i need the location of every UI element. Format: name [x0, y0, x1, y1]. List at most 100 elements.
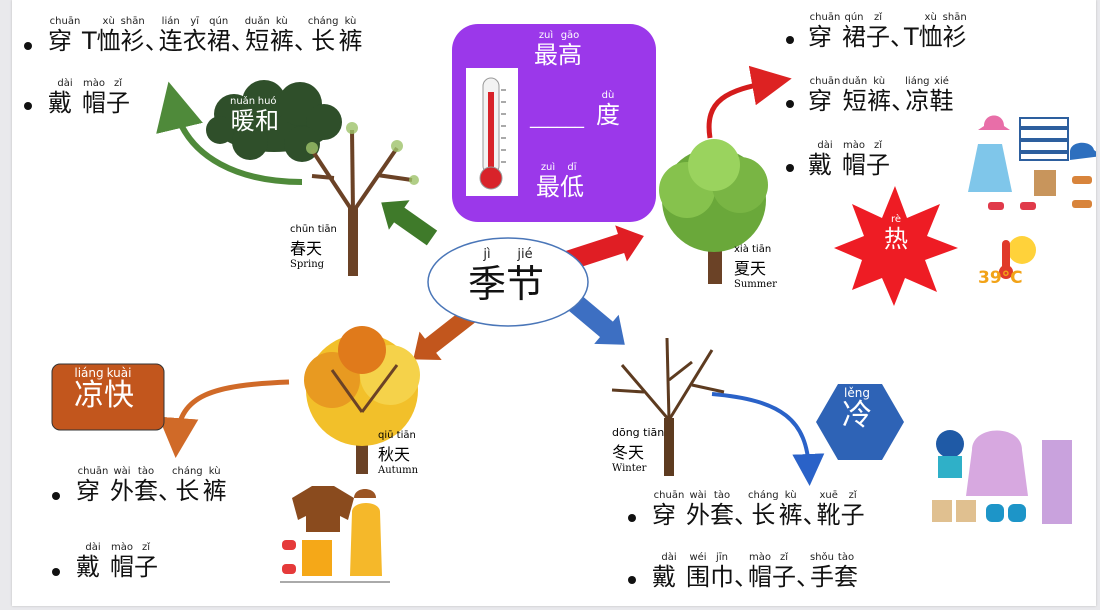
ruby-char: T: [82, 16, 97, 55]
hanzi: 长: [751, 501, 776, 529]
hanzi: 套: [710, 501, 734, 529]
pinyin: duǎn: [244, 16, 270, 27]
hanzi: 裤: [867, 87, 892, 115]
pinyin: kù: [344, 16, 357, 27]
hanzi: 夏天: [734, 259, 767, 278]
pinyin: mào: [843, 140, 865, 151]
winter-clothes-icon: [932, 430, 1072, 524]
spring-label: chūn tiān 春天 Spring: [290, 224, 337, 270]
hot-starburst: [834, 186, 958, 306]
hanzi: 帽: [82, 89, 106, 117]
winter-bullet-1: [628, 514, 636, 522]
hanzi: 衣: [182, 27, 207, 55]
pinyin: chūn tiān: [290, 224, 337, 235]
pinyin: chuān: [49, 16, 81, 27]
hanzi: 最: [534, 41, 558, 69]
hanzi: 套: [834, 563, 859, 591]
temperature-blank: ______: [530, 108, 584, 129]
pinyin: dù: [601, 90, 615, 101]
pinyin: tào: [713, 490, 731, 501]
summer-bullet-1: [786, 36, 794, 44]
pinyin: dài: [817, 140, 833, 151]
spring-bullet-1: [24, 42, 32, 50]
pinyin: wéi: [689, 552, 707, 563]
hanzi: 凉: [74, 378, 104, 413]
pinyin: xié: [934, 76, 949, 87]
pinyin: chuān: [809, 12, 841, 23]
hanzi: 靴: [816, 501, 841, 529]
hanzi: 穿: [48, 27, 72, 55]
hanzi: 高: [558, 41, 582, 69]
punctuation: 、: [734, 501, 758, 529]
pinyin: mào: [83, 78, 105, 89]
pinyin: tào: [837, 552, 855, 563]
winter-bullet-2: [628, 576, 636, 584]
hanzi: 穿: [652, 501, 676, 529]
pinyin: zǐ: [873, 12, 883, 23]
autumn-tree-icon: [304, 326, 420, 474]
english: Autumn: [378, 465, 419, 476]
hanzi: 长: [311, 27, 336, 55]
pinyin: rè: [890, 214, 902, 225]
autumn-label: qiū tiān 秋天 Autumn: [378, 430, 418, 476]
pinyin: qiū tiān: [378, 430, 416, 441]
english: Spring: [290, 259, 325, 270]
pinyin: jīn: [716, 552, 728, 563]
english: Winter: [612, 463, 647, 474]
ruby-char: T: [904, 12, 919, 51]
pinyin: xià tiān: [734, 244, 772, 255]
hanzi: 衫: [120, 27, 145, 55]
arrow-to-spring: [381, 200, 438, 246]
hanzi: 戴: [76, 553, 100, 581]
pinyin: dī: [567, 162, 577, 173]
hanzi: 季: [468, 262, 507, 306]
pinyin: lěng: [844, 386, 870, 400]
punctuation: 、: [230, 27, 255, 55]
hanzi: 穿: [808, 23, 832, 51]
hanzi: T: [82, 27, 97, 55]
punctuation: 、: [891, 87, 916, 115]
summer-bullet-3: [786, 164, 794, 172]
pinyin: kù: [784, 490, 797, 501]
spring-curve-arrow: [156, 81, 303, 185]
hanzi: 恤: [96, 27, 121, 55]
pinyin: wài: [113, 466, 131, 477]
hanzi: 热: [884, 225, 908, 253]
pinyin: dài: [661, 552, 677, 563]
pinyin: zǐ: [113, 78, 123, 89]
summer-bullet-2: [786, 100, 794, 108]
pinyin: lián: [161, 16, 180, 27]
hanzi: 连: [158, 27, 183, 55]
pinyin: jì: [483, 247, 491, 262]
winter-tree-icon: [611, 337, 725, 476]
hanzi: 子: [134, 553, 158, 581]
pinyin: chuān: [77, 466, 109, 477]
hanzi: 恤: [918, 23, 943, 51]
hanzi: 鞋: [929, 87, 954, 115]
pinyin: shǒu: [810, 552, 835, 563]
hanzi: 短: [842, 87, 867, 115]
hanzi: 子: [106, 89, 130, 117]
winter-label: dōng tiān 冬天 Winter: [612, 426, 664, 474]
pinyin: cháng: [307, 16, 339, 27]
